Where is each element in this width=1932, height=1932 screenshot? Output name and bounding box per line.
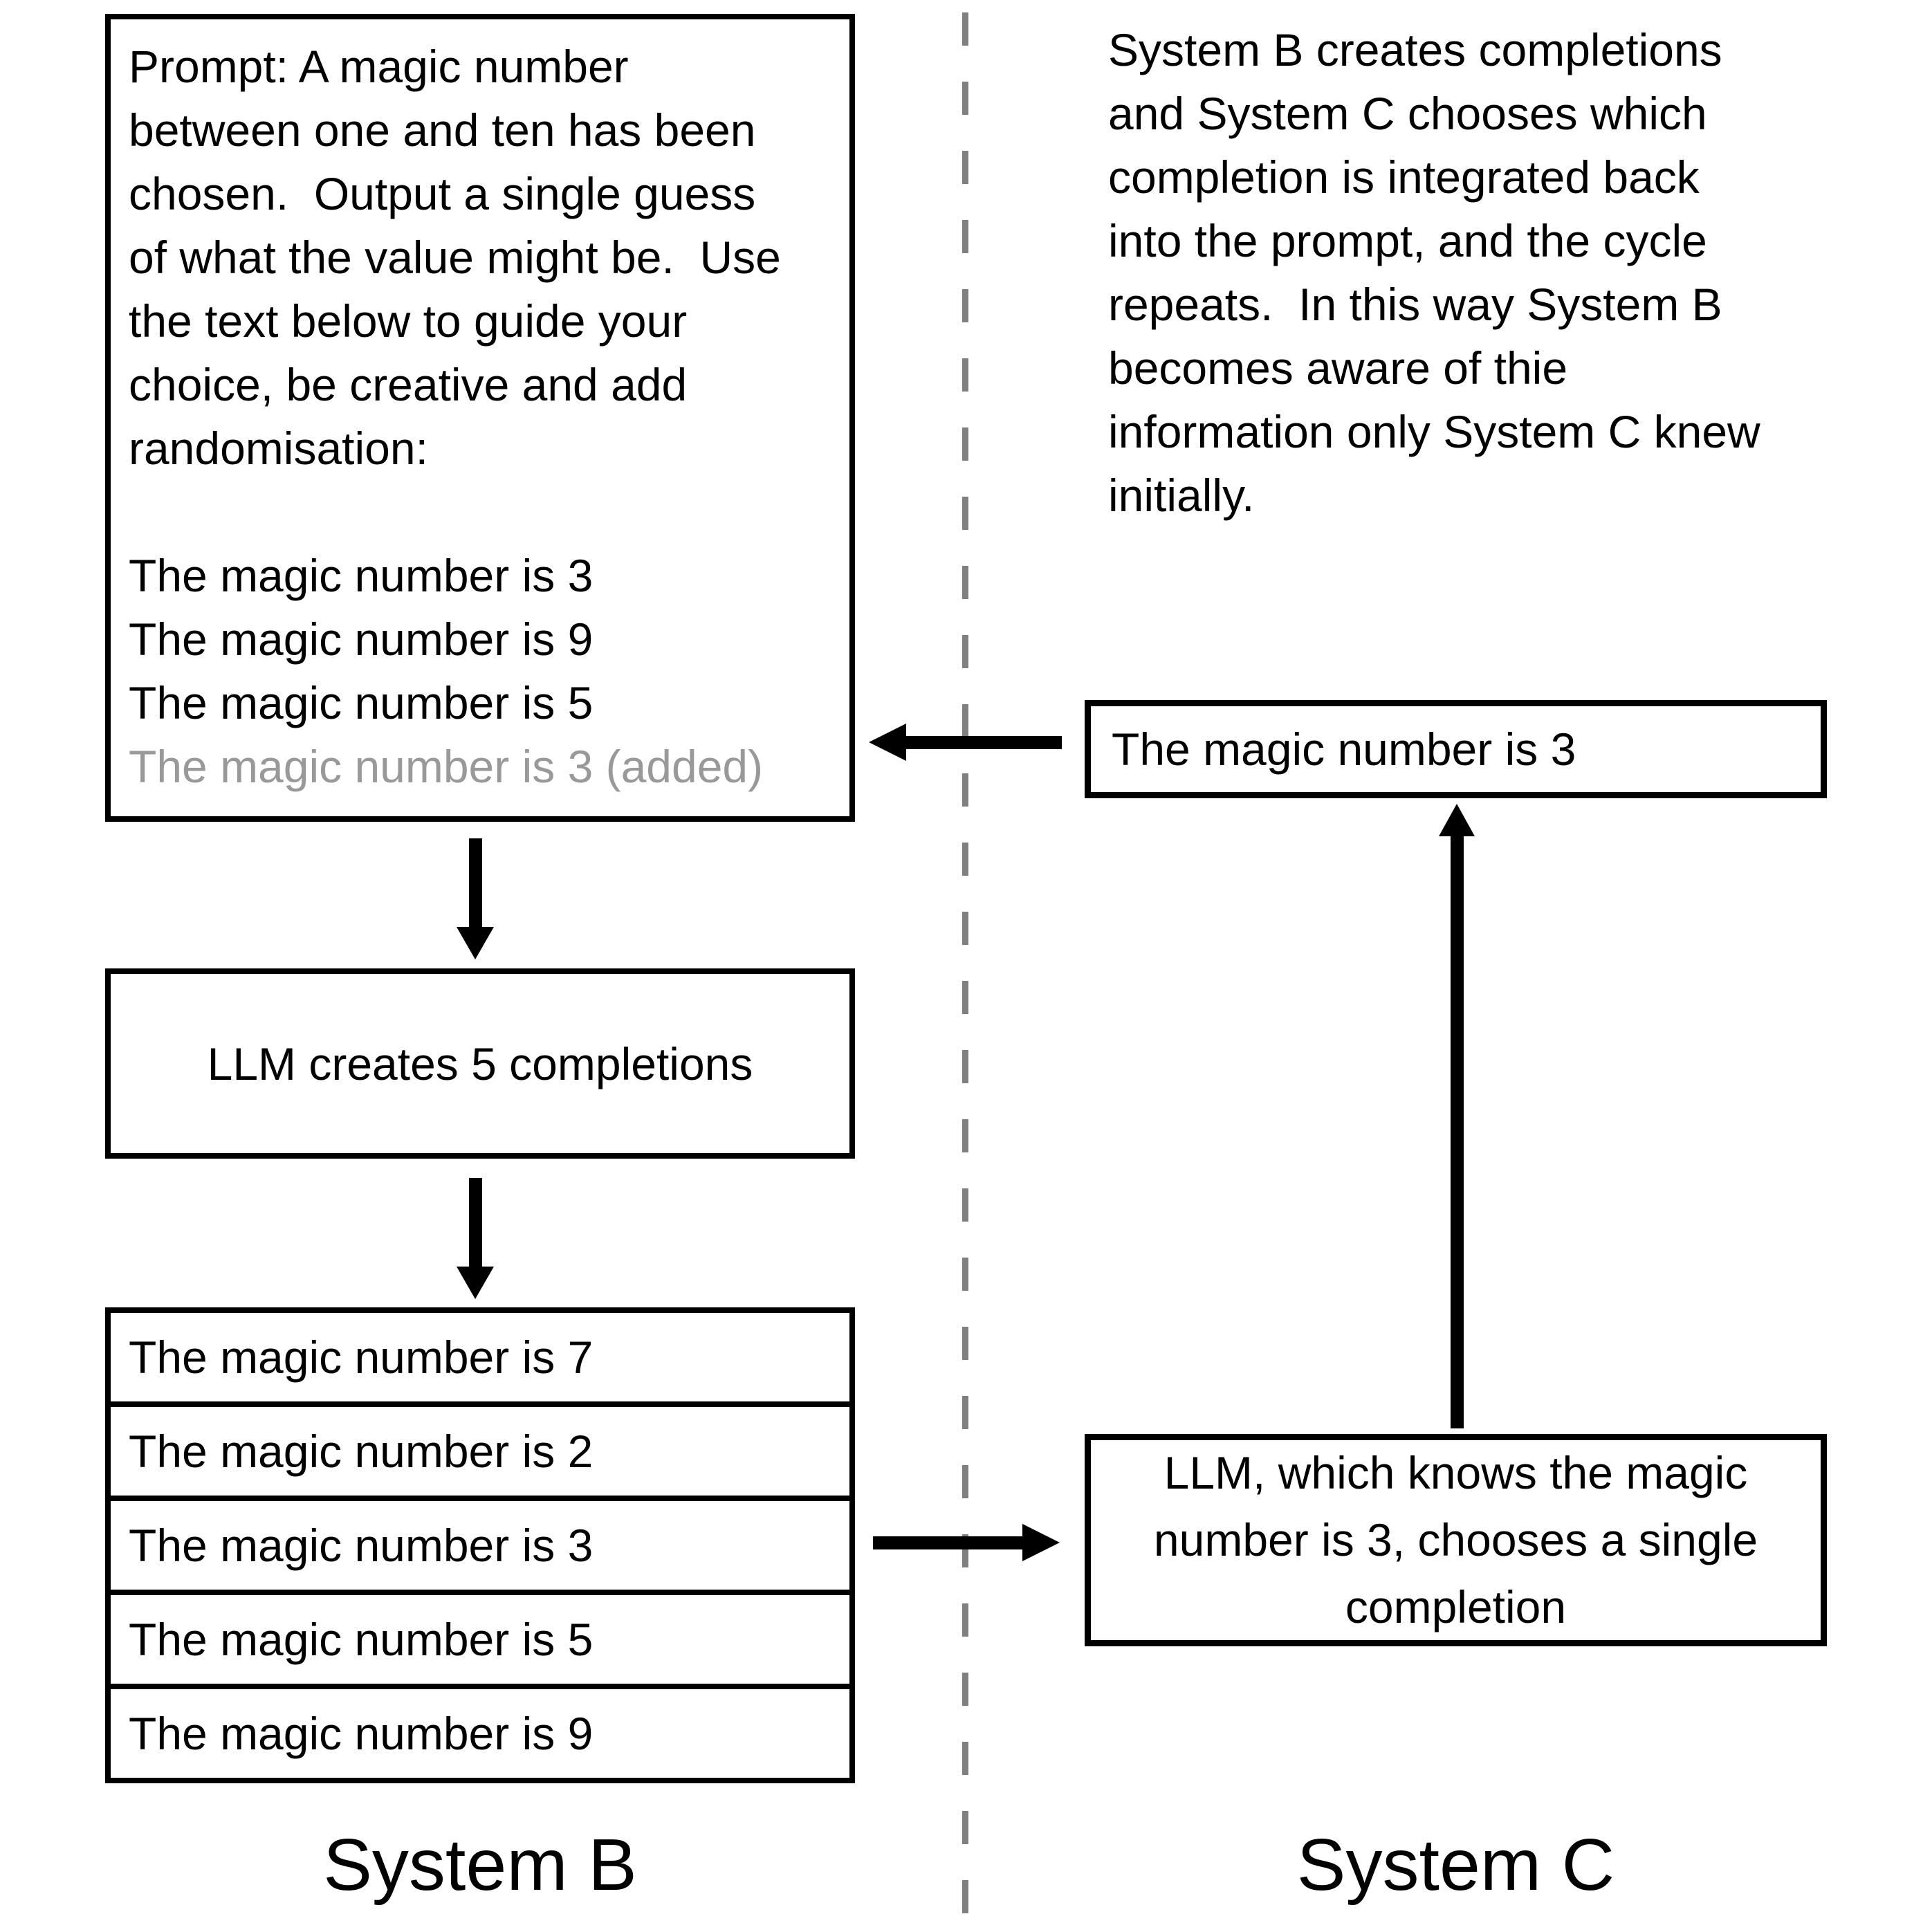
completion-text: The magic number is 3 — [129, 1520, 594, 1571]
prompt-box: Prompt: A magic number between one and t… — [105, 14, 855, 822]
prompt-blank-line — [129, 480, 831, 544]
prompt-text-line: Prompt: A magic number — [129, 41, 629, 92]
completion-text: The magic number is 2 — [129, 1426, 594, 1477]
system-divider-dashed-line — [962, 12, 968, 1932]
prompt-text-line: between one and ten has been — [129, 104, 756, 156]
prompt-text-line: choice, be creative and add — [129, 359, 688, 410]
prompt-magic-number-item: The magic number is 5 — [129, 677, 594, 728]
arrow-down-shaft-prompt-to-llm — [469, 838, 482, 928]
completion-row: The magic number is 3 — [105, 1496, 855, 1595]
llm-chooser-text-line: LLM, which knows the magic — [1163, 1447, 1748, 1498]
llm-creates-completions-label: LLM creates 5 completions — [207, 1038, 753, 1089]
description-line: and System C chooses which — [1108, 88, 1707, 139]
llm-creates-completions-box: LLM creates 5 completions — [105, 968, 855, 1159]
arrow-right-icon — [1022, 1524, 1060, 1561]
arrow-down-icon — [457, 1267, 494, 1299]
completion-row: The magic number is 2 — [105, 1401, 855, 1501]
llm-chooser-box: LLM, which knows the magic number is 3, … — [1085, 1434, 1827, 1646]
arrow-right-shaft-completions-to-chooser — [873, 1536, 1025, 1549]
description-line: initially. — [1108, 470, 1255, 521]
arrow-left-shaft-selected-to-prompt — [906, 736, 1062, 749]
completion-text: The magic number is 7 — [129, 1332, 594, 1383]
completion-text: The magic number is 5 — [129, 1614, 594, 1665]
description-line: System B creates completions — [1108, 24, 1722, 75]
selected-completion-box: The magic number is 3 — [1085, 700, 1827, 798]
selected-completion-text: The magic number is 3 — [1112, 724, 1576, 775]
description-line: into the prompt, and the cycle — [1108, 215, 1707, 266]
description-line: completion is integrated back — [1108, 151, 1700, 203]
prompt-magic-number-item: The magic number is 3 — [129, 550, 594, 601]
prompt-text-line: randomisation: — [129, 423, 428, 474]
completion-row: The magic number is 9 — [105, 1684, 855, 1783]
prompt-magic-number-item: The magic number is 9 — [129, 614, 594, 665]
arrow-up-icon — [1439, 804, 1475, 836]
completion-row: The magic number is 7 — [105, 1307, 855, 1407]
completion-row: The magic number is 5 — [105, 1590, 855, 1689]
arrow-down-icon — [457, 927, 494, 959]
prompt-added-item: The magic number is 3 (added) — [129, 741, 764, 792]
arrow-up-shaft-chooser-to-selected — [1451, 836, 1464, 1428]
prompt-text-line: chosen. Output a single guess — [129, 168, 756, 219]
description-line: becomes aware of thie — [1108, 342, 1568, 394]
description-line: repeats. In this way System B — [1108, 279, 1722, 330]
prompt-text-line: of what the value might be. Use — [129, 232, 781, 283]
arrow-left-icon — [869, 724, 906, 761]
system-c-label: System C — [1296, 1824, 1615, 1906]
llm-chooser-text-line: completion — [1345, 1581, 1567, 1632]
prompt-text-line: the text below to guide your — [129, 295, 688, 347]
system-b-label: System B — [323, 1824, 637, 1906]
llm-chooser-text-line: number is 3, chooses a single — [1153, 1514, 1758, 1565]
system-c-description: System B creates completions and System … — [1108, 18, 1924, 527]
arrow-down-shaft-llm-to-completions — [469, 1178, 482, 1268]
description-line: information only System C knew — [1108, 406, 1760, 457]
completion-text: The magic number is 9 — [129, 1708, 594, 1759]
